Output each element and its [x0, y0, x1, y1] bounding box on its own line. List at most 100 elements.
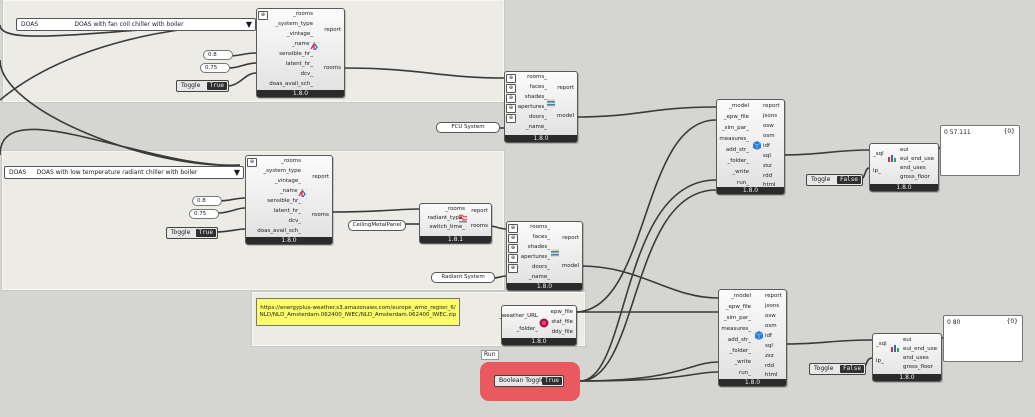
input-run[interactable]: run_ [737, 180, 749, 186]
doas-hvac-component-top[interactable]: ⊕ _rooms _system_type _vintage_ _name_ s… [256, 8, 345, 98]
input-apertures[interactable]: apertures_ [520, 254, 550, 260]
output-stat-file[interactable]: stat_file [551, 319, 573, 325]
input-vintage[interactable]: _vintage_ [274, 178, 301, 184]
output-rdd[interactable]: rdd [765, 363, 775, 369]
input-epw-file[interactable]: _epw_file [723, 114, 749, 120]
output-osw[interactable]: osw [763, 123, 774, 129]
input-rooms[interactable]: rooms_ [530, 224, 550, 230]
input-folder[interactable]: _folder_ [727, 158, 749, 164]
output-idf[interactable]: idf [765, 333, 772, 339]
output-html[interactable]: html [765, 372, 778, 378]
input-switch-time[interactable]: switch_time_ [429, 224, 465, 230]
run-simulation-component-bottom[interactable]: _model _epw_file _sim_par_ measures_ add… [718, 289, 787, 387]
output-end-uses[interactable]: end_uses [903, 355, 929, 361]
model-component-mid[interactable]: ⊕ ⊕ ⊕ ⊕ ⊕ rooms_ faces_ shades_ aperture… [506, 221, 583, 291]
input-system-type[interactable]: _system_type [275, 21, 313, 27]
input-system-type[interactable]: _system_type [263, 168, 301, 174]
input-doas-avail-sch[interactable]: doas_avail_sch_ [269, 81, 313, 87]
input-add-str[interactable]: add_str_ [725, 147, 749, 153]
output-epw-file[interactable]: epw_file [550, 309, 574, 315]
output-rooms[interactable]: rooms [470, 223, 488, 229]
input-name[interactable]: _name_ [291, 41, 313, 47]
eui-component-bottom[interactable]: _sql ip_ eui eui_end_use end_uses gross_… [872, 333, 942, 382]
output-model[interactable]: model [556, 113, 574, 119]
input-shades[interactable]: shades_ [527, 244, 550, 250]
input-name[interactable]: _name_ [279, 188, 301, 194]
ip-toggle-top[interactable]: Toggle False [806, 174, 863, 186]
input-model[interactable]: _model [731, 293, 751, 299]
input-ip[interactable]: ip_ [876, 358, 884, 364]
output-gross-floor[interactable]: gross_floor [903, 364, 933, 370]
sensible-hr-slider-mid[interactable]: 0.8 [192, 196, 222, 206]
input-doors[interactable]: doors_ [528, 114, 547, 120]
input-rooms[interactable]: _rooms [445, 206, 465, 212]
input-latent-hr[interactable]: latent_hr_ [285, 61, 313, 67]
input-rooms[interactable]: rooms_ [527, 74, 547, 80]
doas-hvac-component-mid[interactable]: ⊕ _rooms _system_type _vintage_ _name_ s… [245, 155, 333, 245]
run-boolean-toggle[interactable]: Boolean Toggle True [494, 375, 564, 387]
output-sql[interactable]: sql [765, 343, 773, 349]
input-latent-hr[interactable]: latent_hr_ [273, 208, 301, 214]
input-apertures[interactable]: apertures_ [517, 104, 547, 110]
input-name[interactable]: _name_ [525, 124, 547, 130]
input-sim-par[interactable]: _sim_par_ [723, 315, 751, 321]
input-faces[interactable]: faces_ [529, 84, 547, 90]
input-measures[interactable]: measures_ [721, 326, 751, 332]
input-measures[interactable]: measures_ [719, 136, 749, 142]
output-jsons[interactable]: jsons [765, 303, 780, 309]
input-rooms[interactable]: _rooms [293, 11, 313, 17]
ceiling-metal-panel-param[interactable]: CeilingMetalPanel [348, 220, 406, 231]
output-eui-end-use[interactable]: eui_end_use [903, 346, 937, 352]
output-model[interactable]: model [561, 263, 579, 269]
latent-hr-slider-top[interactable]: 0.75 [200, 63, 230, 73]
system-type-dropdown-top[interactable]: DOAS DOAS with fan coil chiller with boi… [16, 18, 256, 31]
input-write[interactable]: _write [734, 359, 751, 365]
output-jsons[interactable]: jsons [763, 113, 778, 119]
eui-panel-top[interactable]: 0 57.111 {0} [940, 125, 1020, 176]
input-sensible-hr[interactable]: sensible_hr_ [267, 198, 301, 204]
output-rdd[interactable]: rdd [763, 173, 773, 179]
output-report[interactable]: report [471, 208, 488, 214]
output-report[interactable]: report [562, 235, 579, 241]
output-rooms[interactable]: rooms [323, 65, 341, 71]
input-ip[interactable]: ip_ [873, 168, 881, 174]
model-component-top[interactable]: ⊕ ⊕ ⊕ ⊕ ⊕ rooms_ faces_ shades_ aperture… [504, 71, 578, 143]
eui-panel-bottom[interactable]: 0 80 {0} [943, 315, 1023, 362]
input-name[interactable]: _name_ [528, 274, 550, 280]
output-report[interactable]: report [312, 174, 329, 180]
output-gross-floor[interactable]: gross_floor [900, 174, 930, 180]
input-model[interactable]: _model [729, 103, 749, 109]
input-epw-file[interactable]: _epw_file [725, 304, 751, 310]
output-zsz[interactable]: zsz [765, 353, 774, 359]
output-report[interactable]: report [765, 293, 782, 299]
output-osm[interactable]: osm [763, 133, 775, 139]
toggle-mid[interactable]: Toggle True [166, 227, 218, 239]
weather-url-panel[interactable]: https://energyplus-weather.s3.amazonaws.… [256, 298, 460, 326]
download-epw-component[interactable]: _weather_URL _folder_ epw_file stat_file… [499, 305, 577, 346]
dropdown-arrow-icon[interactable]: ▼ [233, 168, 240, 177]
output-report[interactable]: report [324, 27, 341, 33]
group-fan-coil[interactable] [3, 0, 504, 102]
output-html[interactable]: html [763, 182, 776, 188]
input-dcv[interactable]: dcv_ [300, 71, 313, 77]
input-dcv[interactable]: dcv_ [288, 218, 301, 224]
input-sim-par[interactable]: _sim_par_ [721, 125, 749, 131]
input-folder[interactable]: _folder_ [516, 326, 538, 332]
output-end-uses[interactable]: end_uses [900, 165, 926, 171]
input-run[interactable]: run_ [739, 370, 751, 376]
input-shades[interactable]: shades_ [524, 94, 547, 100]
output-zsz[interactable]: zsz [763, 163, 772, 169]
eui-component-top[interactable]: _sql ip_ eui eui_end_use end_uses gross_… [869, 143, 939, 192]
input-faces[interactable]: faces_ [532, 234, 550, 240]
dropdown-arrow-icon[interactable]: ▼ [245, 20, 252, 29]
input-add-str[interactable]: add_str_ [727, 337, 751, 343]
toggle-top[interactable]: Toggle True [176, 80, 229, 92]
output-eui[interactable]: eui [903, 337, 912, 343]
input-sql[interactable]: _sql [876, 341, 887, 347]
input-sensible-hr[interactable]: sensible_hr_ [279, 51, 313, 57]
latent-hr-slider-mid[interactable]: 0.75 [189, 209, 219, 219]
radiant-system-param[interactable]: Radiant System [431, 272, 495, 283]
output-eui[interactable]: eui [900, 147, 909, 153]
input-vintage[interactable]: _vintage_ [286, 31, 313, 37]
system-type-dropdown-mid[interactable]: DOAS DOAS with low temperature radiant c… [4, 166, 244, 179]
